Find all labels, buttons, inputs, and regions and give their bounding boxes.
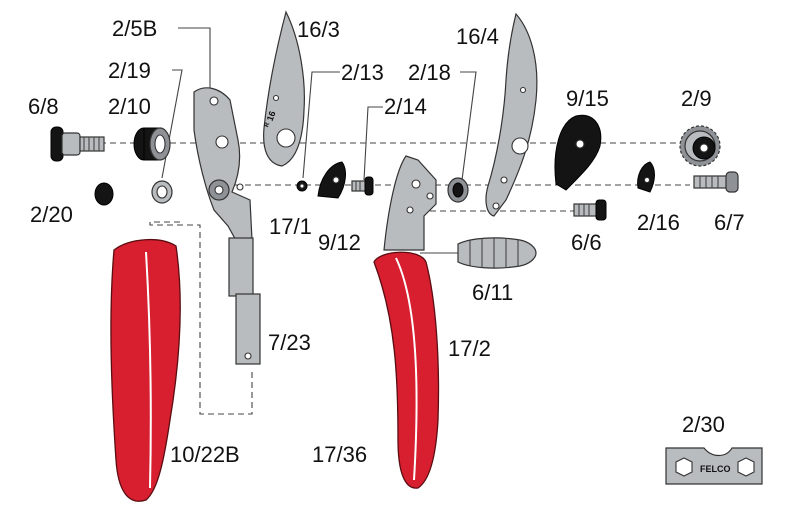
label-2-30: 2/30 (682, 412, 725, 437)
part-2-10-bushing (133, 127, 171, 161)
part-6-7-screw (693, 171, 739, 193)
key-stamp: FELCO (700, 464, 731, 474)
leader-2-5B (178, 27, 211, 88)
part-17-2-handle-frame (383, 155, 437, 251)
part-6-8-bolt (50, 126, 105, 162)
label-6-11: 6/11 (472, 280, 513, 305)
part-2-20-cap (94, 182, 114, 206)
part-2-5B-lower-blade-body (193, 87, 253, 245)
label-9-15: 9/15 (566, 86, 609, 111)
label-2-14: 2/14 (384, 94, 427, 119)
leader-2-13 (302, 71, 340, 179)
part-2-16-catch (637, 161, 655, 193)
label-7-23: 7/23 (268, 330, 311, 355)
label-2-13: 2/13 (341, 60, 384, 85)
part-labels: 2/5B 16/3 16/4 2/19 2/13 2/18 9/15 2/9 6… (28, 16, 745, 467)
part-16-3-blade: ᴿ 16 (262, 10, 305, 167)
part-2-9-gear (679, 125, 721, 167)
handle-alignment-dashes (149, 221, 253, 415)
label-16-4: 16/4 (456, 24, 499, 49)
label-6-7: 6/7 (714, 210, 745, 235)
label-2-10: 2/10 (108, 94, 151, 119)
part-2-19-washer (151, 180, 173, 204)
part-17-36-red-handle (373, 251, 440, 489)
label-2-20: 2/20 (30, 202, 73, 227)
part-10-22B-red-handle (110, 238, 181, 502)
label-6-6: 6/6 (571, 230, 602, 255)
part-2-13-washer (296, 180, 308, 192)
label-2-5B: 2/5B (112, 16, 157, 41)
part-6-6-screw (573, 199, 607, 221)
handle-highlight (395, 257, 418, 481)
label-2-19: 2/19 (108, 58, 151, 83)
label-2-9: 2/9 (681, 86, 712, 111)
label-17-1: 17/1 (269, 214, 312, 239)
leader-2-14 (363, 106, 383, 181)
label-9-12: 9/12 (318, 230, 361, 255)
part-2-18-nut (447, 177, 469, 203)
part-2-14-screw (351, 176, 374, 196)
label-6-8: 6/8 (28, 94, 59, 119)
part-17-1-lever (317, 161, 346, 199)
part-9-15-plate (554, 114, 602, 191)
part-6-11-spring (457, 237, 537, 269)
leader-2-19 (161, 69, 183, 179)
label-17-2: 17/2 (448, 336, 491, 361)
part-2-30-key: FELCO (665, 447, 763, 485)
label-2-18: 2/18 (408, 60, 451, 85)
part-16-4-counter-blade (485, 12, 538, 217)
label-17-36: 17/36 (312, 442, 367, 467)
leader-2-18 (460, 71, 477, 181)
handle-highlight (145, 251, 152, 489)
label-16-3: 16/3 (297, 17, 340, 42)
part-7-23-shank (228, 237, 261, 365)
label-10-22B: 10/22B (170, 442, 240, 467)
label-2-16: 2/16 (637, 210, 680, 235)
leader-lines (149, 27, 477, 415)
